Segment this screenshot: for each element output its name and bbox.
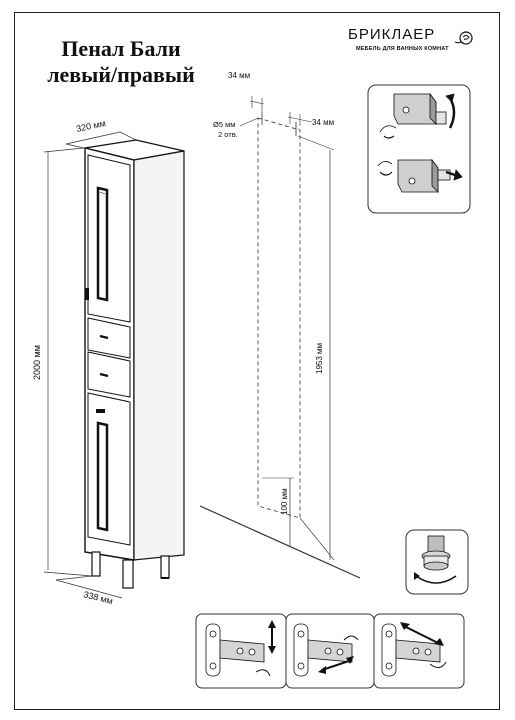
- dim-height-label: 2000 мм: [32, 345, 42, 380]
- dim-left-offset: 34 мм: [228, 71, 250, 80]
- dim-depth-label: 338 мм: [83, 589, 114, 606]
- page-frame: [14, 12, 500, 710]
- hinge-height-adjust-icon: [195, 613, 287, 689]
- dim-hole-diameter: Ø5 мм: [213, 120, 235, 129]
- cabinet-dimension-lines: [43, 131, 137, 599]
- title-line-2: левый/правый: [47, 62, 195, 87]
- cabinet-drawing: [84, 139, 185, 589]
- title-line-1: Пенал Бали: [61, 36, 181, 61]
- dim-hole-count: 2 отв.: [218, 130, 238, 139]
- wall-mount-scheme: [199, 96, 361, 579]
- dim-floor-offset: 100 мм: [280, 488, 289, 515]
- brand-name: БРИКЛАЕР: [348, 26, 436, 43]
- dim-width-label: 320 мм: [75, 118, 106, 134]
- rose-logo-icon: [454, 31, 473, 45]
- brand-slogan: МЕБЕЛЬ ДЛЯ ВАННЫХ КОМНАТ: [356, 46, 449, 52]
- dim-hole-spacing: 1953 мм: [315, 343, 324, 374]
- hinge-adjust-icon: [367, 84, 471, 214]
- dim-right-offset: 34 мм: [312, 118, 334, 127]
- adjustable-leg-icon: [405, 529, 469, 595]
- hinge-depth-adjust-icon: [373, 613, 465, 689]
- hinge-side-adjust-icon: [285, 613, 375, 689]
